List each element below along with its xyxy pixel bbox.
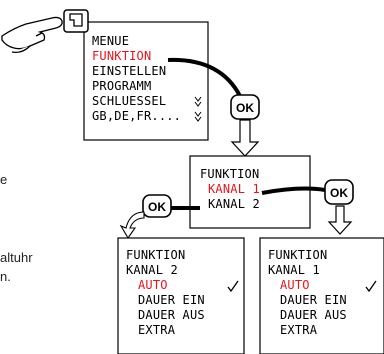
menu-key-icon [69, 13, 83, 27]
right-menu-panel [259, 237, 384, 354]
right-menu-item-0: FUNKTION [268, 248, 327, 262]
left-menu-item-5: EXTRA [138, 323, 176, 337]
right-menu-item-2: AUTO [280, 278, 310, 292]
left-menu-item-4: DAUER AUS [138, 308, 205, 322]
device-button-icon [63, 9, 89, 33]
arrow-down-right [327, 205, 353, 235]
top-menu-item-4: SCHLUESSEL [92, 94, 166, 108]
top-menu-item-1: FUNKTION [92, 49, 151, 63]
right-menu-item-3: DAUER EIN [280, 293, 347, 307]
connector-right [261, 186, 326, 195]
up-down-arrows-icon [194, 96, 202, 122]
ok-label-right: OK [330, 186, 348, 200]
right-menu-item-5: EXTRA [280, 323, 318, 337]
hand-press-icon [1, 16, 63, 54]
side-text-line2: altuhr [0, 250, 33, 265]
ok-label-left: OK [148, 200, 166, 214]
left-menu-panel [117, 237, 245, 354]
left-menu-item-3: DAUER EIN [138, 293, 205, 307]
ok-button-left: OK [142, 194, 172, 218]
top-menu-panel [83, 21, 209, 141]
middle-menu-item-1: KANAL 1 [208, 182, 260, 196]
right-menu-item-4: DAUER AUS [280, 308, 347, 322]
middle-menu-item-2: KANAL 2 [208, 197, 260, 211]
ok-label-top: OK [236, 101, 254, 115]
connector-curve-top [167, 57, 242, 97]
left-menu-item-0: FUNKTION [126, 248, 185, 262]
left-menu-item-1: KANAL 2 [126, 263, 178, 277]
left-menu-item-2: AUTO [138, 278, 168, 292]
middle-menu-panel [189, 155, 311, 229]
right-menu-item-1: KANAL 1 [268, 263, 320, 277]
side-text-line1: e [0, 172, 7, 187]
checkmark-icon-right [365, 280, 377, 293]
middle-menu-item-0: FUNKTION [200, 167, 259, 181]
arrow-down-top [230, 119, 260, 157]
checkmark-icon-left [227, 280, 239, 293]
top-menu-item-3: PROGRAMM [92, 79, 151, 93]
top-menu-item-0: MENUE [92, 34, 129, 48]
top-menu-item-5: GB,DE,FR.... [92, 109, 181, 123]
side-text-line3: n. [0, 269, 11, 284]
arrow-down-left [119, 211, 145, 240]
ok-button-right: OK [324, 179, 354, 205]
top-menu-item-2: EINSTELLEN [92, 64, 166, 78]
ok-button-top: OK [230, 94, 260, 120]
